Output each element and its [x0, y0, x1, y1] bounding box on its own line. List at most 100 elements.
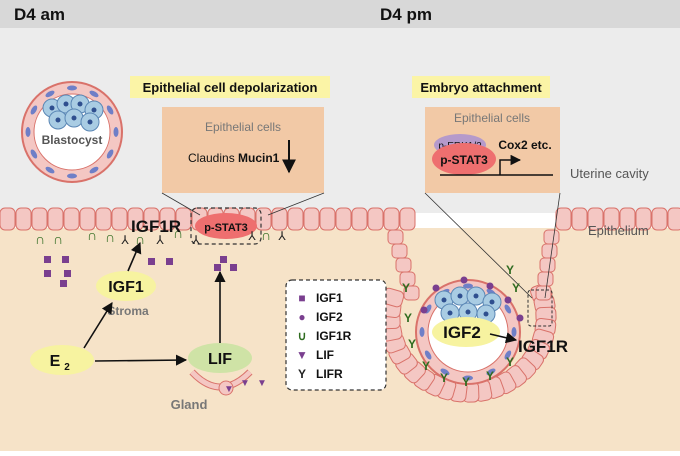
igf2-molecule [516, 314, 524, 322]
icm-nucleus [49, 105, 55, 111]
trophectoderm-nucleus [463, 283, 473, 289]
epithelial-cell [175, 207, 192, 231]
epithelial-cell [31, 207, 48, 231]
epithelial-cell [603, 207, 620, 231]
header-bar [0, 0, 680, 28]
lif-molecule-c: ▼ [257, 378, 267, 389]
attachment-highlight-box [527, 289, 553, 327]
callout-depolarization-bg [130, 76, 330, 98]
legend-label: LIF [316, 348, 334, 362]
igf1-molecule [230, 264, 237, 271]
callout-depolarization: Epithelial cell depolarization [143, 80, 318, 95]
epithelial-cell [587, 207, 604, 231]
icm-nucleus [77, 101, 83, 107]
inset-left-leader-a [161, 192, 201, 216]
inset-left-leader-b [267, 192, 325, 216]
e2-subscript: 2 [64, 362, 70, 373]
trophectoderm-nucleus [424, 350, 432, 360]
arrow-igf2-to-igf1r [489, 332, 518, 344]
epithelium-label: Epithelium [588, 223, 649, 238]
trophectoderm-nucleus [486, 368, 496, 376]
trophectoderm-nucleus [25, 127, 31, 137]
crypt-cell [535, 285, 552, 301]
panel-title-right: D4 pm [380, 5, 432, 24]
callout-attachment-bg [412, 76, 550, 98]
trophectoderm-nucleus [30, 149, 38, 159]
blastocyst-label: Blastocyst [42, 133, 103, 147]
trophectoderm-nucleus [440, 368, 450, 376]
igf1-oval [96, 271, 156, 301]
igf1-molecule [62, 256, 69, 263]
epithelial-cell [303, 207, 320, 231]
legend-label: IGF2 [316, 310, 343, 324]
lifr-receptor-crypt: Y [408, 337, 416, 351]
lifr-receptor-crypt: Y [422, 359, 430, 373]
epithelial-cell [571, 207, 588, 231]
trophectoderm-nucleus [419, 327, 425, 337]
icm-nucleus [465, 309, 471, 315]
gland: ▼ ▼ ▼ [189, 369, 267, 396]
pstat-right-oval [432, 143, 496, 175]
stroma-label: Stroma [107, 304, 149, 318]
trophectoderm-nucleus [463, 375, 473, 381]
epithelial-cell [127, 207, 144, 231]
uterine-cavity-label: Uterine cavity [570, 166, 649, 181]
lif-label: LIF [208, 351, 232, 368]
epithelial-cell [635, 207, 652, 231]
crypt-cell [391, 243, 408, 259]
cox2-label: Cox2 etc. [498, 138, 551, 152]
icm-nucleus [71, 115, 77, 121]
callout-attachment: Embryo attachment [420, 80, 542, 95]
icm-nucleus [87, 119, 93, 125]
igf2-molecule [486, 282, 494, 290]
lifr-receptor-crypt: Y [512, 281, 520, 295]
trophectoderm-nucleus [67, 85, 77, 91]
legend-label: IGF1R [316, 329, 352, 343]
lifr-receptor-crypt: Y [440, 371, 448, 385]
igf2-molecule [420, 306, 428, 314]
lifr-receptor: ⅄ [277, 229, 286, 243]
arrow-igf1-to-igf1r [127, 241, 142, 272]
icm-nucleus [489, 299, 495, 305]
epithelial-cell [667, 207, 680, 231]
legend-symbol: ∪ [298, 329, 307, 343]
igf1r-left-label: IGF1R [131, 217, 181, 236]
igf1-molecule [148, 258, 155, 265]
icm-nucleus [457, 293, 463, 299]
pstat3-label: p-STAT3 [204, 222, 248, 234]
pstat3-highlight-box [190, 207, 262, 245]
pstat-right-label: p-STAT3 [440, 153, 488, 167]
trophectoderm-nucleus [106, 105, 114, 115]
epithelial-cell [555, 207, 572, 231]
epithelial-cell [143, 207, 160, 231]
e2-label: E [50, 353, 61, 370]
epithelial-cell [159, 207, 176, 231]
icm-nucleus [63, 101, 69, 107]
trophectoderm-nucleus [113, 127, 119, 137]
crypt-cell [395, 257, 412, 273]
epithelial-cell [287, 207, 304, 231]
trophectoderm-nucleus [89, 166, 99, 174]
transcription-arrow [499, 154, 522, 175]
panel-title-left: D4 am [14, 5, 65, 24]
lifr-receptor-crypt: Y [462, 375, 470, 389]
crypt-cell [539, 257, 556, 273]
legend-label: IGF1 [316, 291, 343, 305]
igf1-molecule [44, 270, 51, 277]
legend-symbol: ▼ [296, 348, 308, 362]
lifr-receptor-crypt: Y [506, 355, 514, 369]
inset-left-heading: Epithelial cells [205, 120, 281, 134]
igf1r-receptor: ∩ [87, 227, 97, 243]
icm-nucleus [91, 107, 97, 113]
igf1-molecule [214, 264, 221, 271]
epithelial-cell [271, 207, 288, 231]
igf1-molecule [166, 258, 173, 265]
lifr-receptor-crypt: Y [402, 281, 410, 295]
igf2-label: IGF2 [443, 323, 481, 342]
trophectoderm-nucleus [89, 90, 99, 98]
legend-label: LIFR [316, 367, 343, 381]
igf1-molecule [64, 270, 71, 277]
